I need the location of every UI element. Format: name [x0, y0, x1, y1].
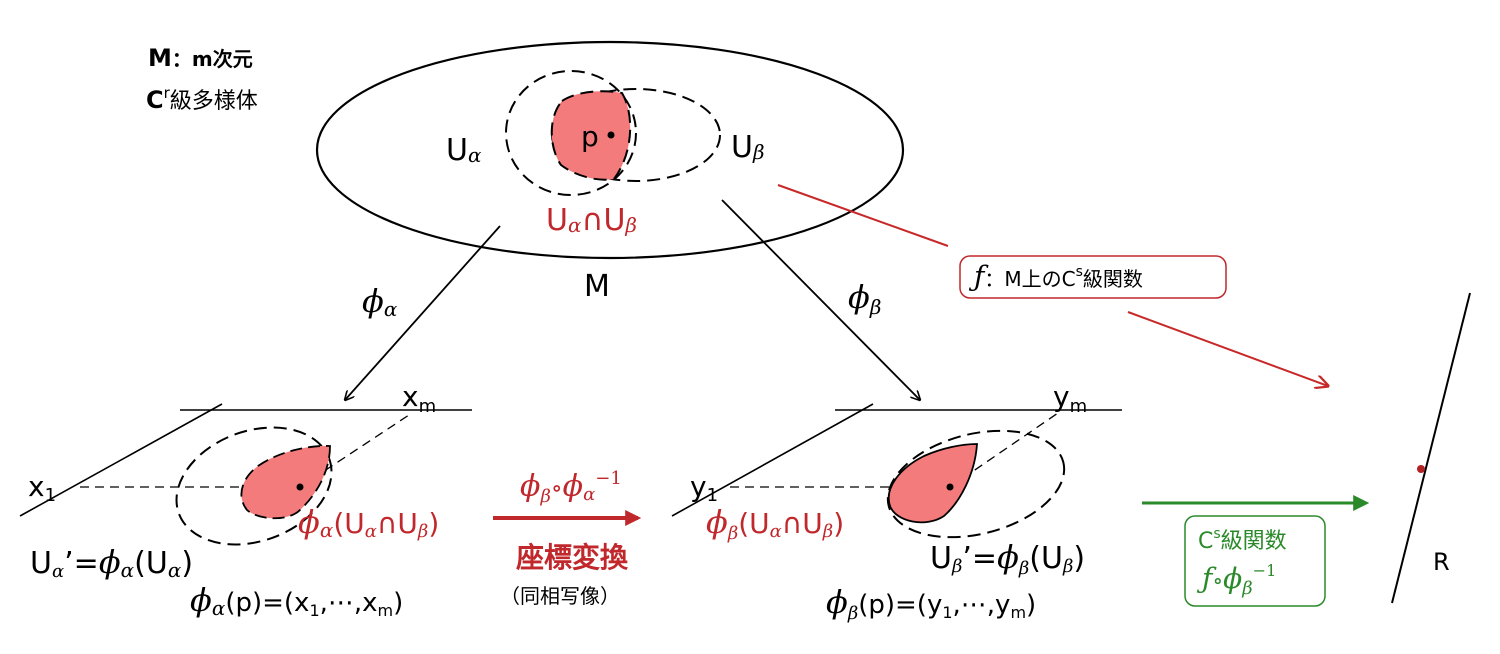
manifold-label-M: M	[584, 269, 610, 304]
intersection-region	[550, 90, 632, 181]
right-plane-left-edge	[671, 403, 874, 517]
composed-class-label: Cs級関数	[1198, 526, 1287, 554]
real-line-point	[1417, 465, 1425, 473]
svg-text:M：m次元: M：m次元	[148, 44, 253, 72]
left-U-alpha-prime	[175, 426, 333, 546]
left-axis-x1: x1	[28, 470, 56, 506]
manifold-description: M：m次元 Cr級多様体	[146, 44, 258, 114]
left-point-coordinates: ϕα(p)=(x1,⋯,xm)	[190, 581, 403, 620]
right-axis-ym: ym	[1053, 380, 1087, 417]
f-arrow-upper	[777, 184, 949, 247]
transition-formula: ϕβ∘ϕα−1	[520, 468, 622, 507]
left-image-region	[240, 445, 331, 520]
right-axis-y1: y1	[690, 470, 718, 506]
transition-sublabel: （同相写像）	[500, 584, 620, 608]
composed-formula: ƒ∘ϕβ−1	[1196, 561, 1276, 599]
coordinate-transformation: ϕβ∘ϕα−1 座標変換 （同相写像）	[493, 468, 642, 608]
right-image-point	[946, 483, 954, 491]
f-box	[959, 255, 1227, 299]
left-U-prime-equation: Uα’=ϕα(Uα)	[30, 543, 193, 582]
desc-class-text: 級多様体	[170, 89, 258, 114]
left-axis-xm: xm	[402, 380, 436, 417]
phi-alpha-label: ϕα	[362, 282, 398, 321]
f-box-text: ƒ：M上のCs級関数	[968, 260, 1143, 293]
point-p-label: p	[581, 120, 599, 153]
right-image-region	[887, 443, 978, 524]
desc-C: C	[146, 86, 164, 114]
real-line-label: R	[1433, 548, 1450, 576]
manifold-ellipse	[315, 40, 905, 260]
right-U-prime-equation: Uβ’=ϕβ(Uβ)	[930, 538, 1085, 579]
U-alpha-label: Uα	[446, 133, 482, 168]
U-alpha-region	[505, 70, 637, 196]
svg-text:Cr級多様体: Cr級多様体	[146, 84, 258, 114]
desc-dim-text: ：m次元	[172, 47, 253, 71]
f-arrow-lower	[1127, 311, 1328, 386]
composed-function-box	[1184, 515, 1326, 607]
point-p-dot	[607, 131, 615, 139]
desc-M: M	[148, 44, 172, 72]
phi-beta-label: ϕβ	[848, 278, 881, 319]
left-image-point	[296, 483, 304, 491]
phi-alpha-arrow	[345, 225, 501, 400]
desc-C-sup: r	[164, 84, 171, 102]
left-plane-left-edge	[19, 403, 223, 517]
right-point-coordinates: ϕβ(p)=(y1,⋯,ym)	[826, 583, 1036, 624]
U-beta-label: Uβ	[731, 130, 765, 165]
right-image-label: ϕβ(Uα∩Uβ)	[706, 503, 844, 544]
real-line	[1391, 292, 1471, 604]
phi-beta-arrow	[721, 199, 920, 400]
transition-label: 座標変換	[516, 541, 629, 574]
right-U-beta-prime	[886, 429, 1066, 539]
right-coordinate-plane: ym y1 ϕβ(Uα∩Uβ) Uβ’=ϕβ(Uβ) ϕβ(p)=(y1,⋯,y…	[671, 380, 1122, 624]
intersection-label: Uα∩Uβ	[546, 203, 637, 238]
left-image-label: ϕα(Uα∩Uβ)	[298, 503, 439, 542]
left-coordinate-plane: xm x1 ϕα(Uα∩Uβ) Uα’=ϕα(Uα) ϕα(p)=(x1,⋯,x…	[19, 380, 472, 620]
